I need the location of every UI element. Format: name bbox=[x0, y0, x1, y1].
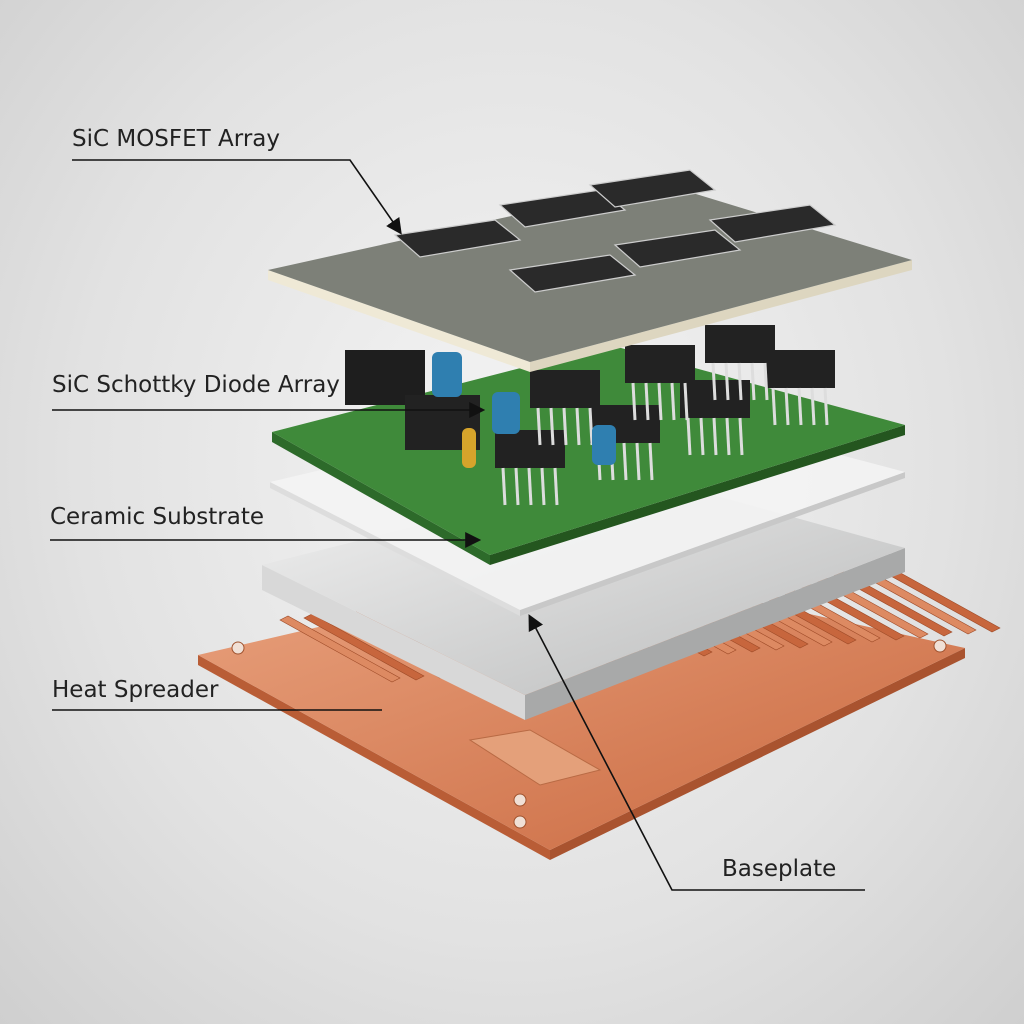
fin bbox=[303, 613, 425, 681]
label-heat-spreader: Heat Spreader bbox=[52, 677, 219, 703]
label-baseplate: Baseplate bbox=[722, 856, 837, 882]
label-ceramic-substrate: Ceramic Substrate bbox=[50, 504, 265, 530]
label-sic-mosfet-array: SiC MOSFET Array bbox=[72, 126, 280, 152]
diode-pcb bbox=[272, 325, 905, 565]
mosfet-chip bbox=[588, 169, 717, 208]
mounting-hole bbox=[933, 639, 947, 653]
mounting-hole bbox=[513, 815, 527, 829]
leader-baseplate bbox=[528, 614, 865, 891]
fin bbox=[279, 615, 401, 683]
label-sic-schottky-diode-array: SiC Schottky Diode Array bbox=[52, 372, 340, 398]
mosfet-chip bbox=[613, 229, 742, 268]
capacitor bbox=[432, 352, 462, 397]
leader-mosfet bbox=[72, 159, 402, 235]
mosfet-chip bbox=[708, 204, 837, 243]
mosfet-chip bbox=[498, 189, 627, 228]
mosfet-chip bbox=[508, 254, 637, 293]
diode-package bbox=[625, 345, 695, 421]
mosfet-array bbox=[393, 169, 837, 293]
mosfet-pcb bbox=[268, 169, 912, 372]
diode-array bbox=[495, 325, 835, 506]
diode-package bbox=[530, 370, 600, 446]
diode-package bbox=[705, 325, 775, 401]
mounting-hole bbox=[231, 641, 245, 655]
diode-package bbox=[765, 350, 835, 426]
mosfet-chip bbox=[393, 219, 522, 258]
capacitor bbox=[592, 425, 616, 465]
capacitor bbox=[492, 392, 520, 434]
capacitor bbox=[462, 428, 476, 468]
mounting-boss bbox=[468, 729, 602, 786]
mounting-hole bbox=[513, 793, 527, 807]
leader-lines bbox=[50, 159, 865, 891]
